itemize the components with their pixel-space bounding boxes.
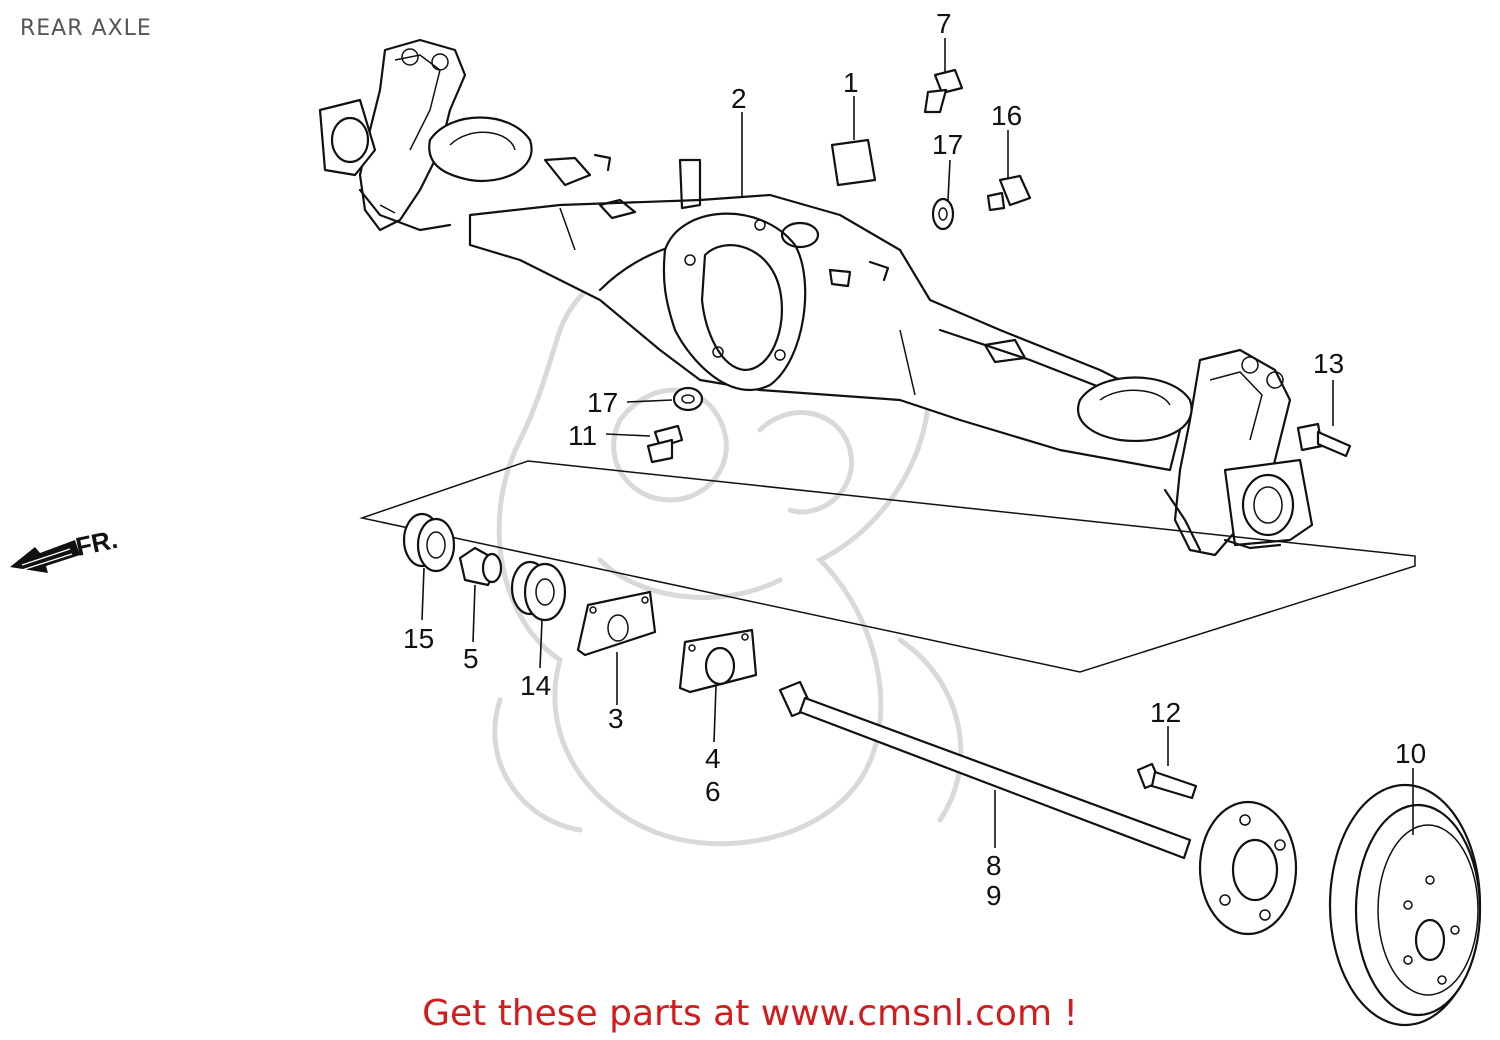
exploded-view-frame (359, 460, 1416, 673)
part-4-6-shim-plate (678, 628, 758, 694)
callout-13: 13 (1313, 348, 1344, 379)
part-17-washer-lower (672, 386, 704, 412)
part-13-bolt (1296, 422, 1352, 458)
callout-leaders (421, 38, 1414, 848)
page-title: REAR AXLE (20, 16, 152, 41)
part-11-bolt (646, 424, 684, 464)
callout-1: 1 (843, 67, 859, 98)
callout-15: 15 (403, 623, 434, 654)
callout-14: 14 (520, 670, 551, 701)
front-arrow-icon (10, 540, 80, 573)
callout-16: 16 (991, 100, 1022, 131)
callout-10: 10 (1395, 738, 1426, 769)
callout-11: 11 (568, 420, 597, 451)
part-15-oil-seal (402, 512, 456, 573)
part-12-bolt (1136, 762, 1198, 800)
callout-3: 3 (608, 703, 624, 734)
part-3-retainer-plate (576, 590, 657, 657)
part-8-9-axle-shaft (778, 680, 1298, 936)
callout-7: 7 (936, 8, 952, 39)
callout-4: 4 (705, 743, 721, 774)
callout-2: 2 (731, 83, 747, 114)
part-14-bearing (510, 560, 567, 622)
callout-9: 9 (986, 880, 1002, 911)
callout-17-lower: 17 (587, 387, 618, 418)
rear-axle-beam (318, 38, 1314, 557)
part-16-bolt (986, 174, 1032, 212)
parts-store-link[interactable]: Get these parts at www.cmsnl.com ! (422, 993, 1078, 1034)
callout-8: 8 (986, 850, 1002, 881)
part-1-plate (830, 138, 877, 187)
part-7-bolt (923, 68, 964, 114)
callout-5: 5 (463, 643, 479, 674)
callout-12: 12 (1150, 697, 1181, 728)
callout-17-upper: 17 (932, 129, 963, 160)
front-direction-label: FR. (73, 524, 120, 562)
part-17-washer-top (931, 197, 955, 231)
part-5-collar (458, 546, 503, 587)
part-10-brake-drum (1328, 783, 1482, 1027)
callout-6: 6 (705, 776, 721, 807)
